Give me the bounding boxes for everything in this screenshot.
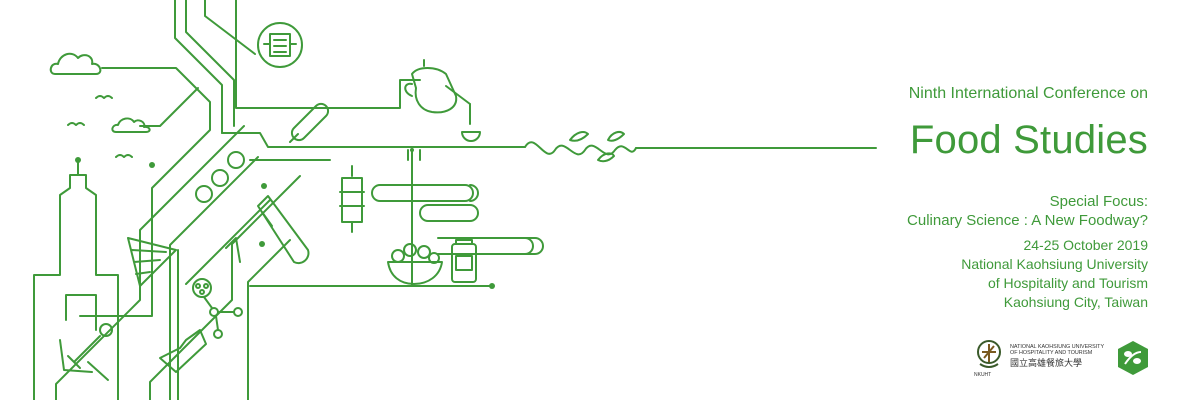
circuit-line	[177, 199, 271, 400]
dumpling-icon	[195, 151, 245, 203]
circuit-line	[437, 237, 544, 255]
circuit-line	[174, 0, 223, 134]
cloud-icon	[49, 52, 102, 75]
bird-icon	[95, 95, 113, 99]
circuit-line	[149, 175, 301, 400]
popsicle-icon	[289, 102, 330, 143]
circuit-line	[55, 125, 245, 400]
special-focus-label: Special Focus:	[1049, 193, 1148, 210]
zongzi-icon	[127, 237, 177, 287]
bird-icon	[115, 154, 133, 158]
conference-pre-title: Ninth International Conference on	[908, 85, 1148, 102]
circuit-line	[139, 87, 199, 127]
flask-icon	[159, 329, 207, 373]
circuit-line	[185, 0, 235, 127]
university-name-en-2: OF HOSPITALITY AND TOURISM	[1010, 350, 1093, 356]
circuit-line	[79, 67, 211, 317]
circuit-line	[221, 132, 526, 148]
circuit-line	[247, 239, 291, 400]
event-dates: 24-25 October 2019	[1023, 237, 1148, 253]
event-info: 24-25 October 2019 National Kaohsiung Un…	[961, 236, 1148, 312]
university-name-en-1: NATIONAL KAOHSIUNG UNIVERSITY	[1010, 344, 1105, 350]
venue-line-1: National Kaohsiung University	[961, 256, 1148, 272]
circuit-line	[407, 149, 421, 287]
vine-icon	[569, 131, 625, 163]
venue-line-2: of Hospitality and Tourism	[987, 275, 1148, 291]
university-abbr: NKUHT	[974, 372, 992, 378]
bowl-icon	[387, 243, 443, 285]
event-location: Kaohsiung City, Taiwan	[1003, 294, 1148, 310]
conference-title: Food Studies	[909, 118, 1148, 162]
vine-icon	[524, 141, 637, 156]
circuit-line	[419, 204, 479, 222]
lantern-icon	[339, 165, 365, 233]
test-tube-icon	[225, 195, 310, 265]
circuit-line	[204, 0, 256, 55]
cloud-icon	[111, 117, 151, 133]
anchor-icon	[59, 323, 113, 381]
university-emblem-icon	[977, 340, 1001, 368]
building-icon	[65, 294, 97, 331]
building-icon	[33, 159, 119, 400]
circuit-line	[235, 0, 421, 109]
sponsor-logos: NKUHT NATIONAL KAOHSIUNG UNIVERSITY OF H…	[972, 336, 1152, 382]
circuit-nodes	[75, 148, 495, 289]
molecule-icon	[192, 278, 243, 339]
bird-icon	[67, 122, 85, 126]
emblem-icon	[257, 22, 303, 68]
circuit-line	[371, 184, 479, 202]
network-logo-icon	[1118, 341, 1148, 375]
university-name-zh: 國立高雄餐旅大學	[1010, 358, 1083, 368]
special-focus-theme: Culinary Science : A New Foodway?	[907, 212, 1148, 229]
can-icon	[451, 239, 477, 283]
teapot-icon	[404, 59, 481, 142]
circuit-line	[169, 156, 331, 400]
